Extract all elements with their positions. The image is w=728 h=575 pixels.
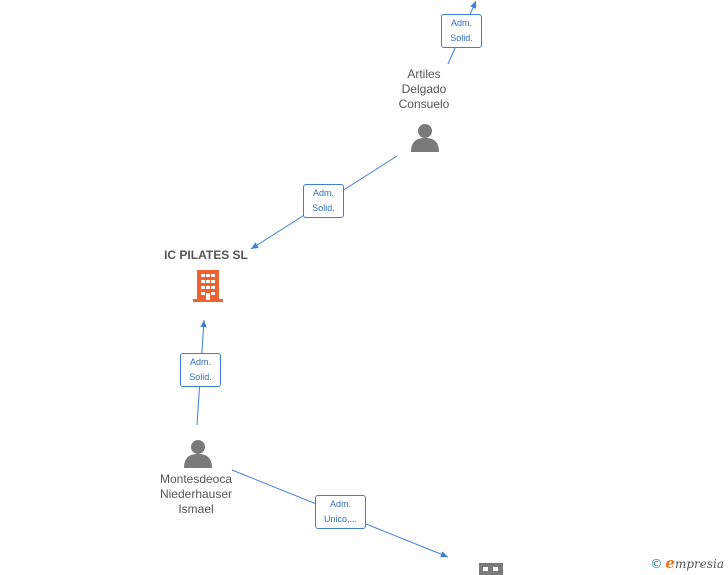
edge-label: Adm. Solid.: [303, 184, 344, 218]
edge-label: Adm. Solid.: [441, 14, 482, 48]
node-label-artiles[interactable]: Artiles Delgado Consuelo: [398, 67, 450, 111]
person-icon[interactable]: [184, 440, 212, 468]
edge-label: Adm. Unico,...: [315, 495, 366, 529]
copyright-icon: ©: [650, 557, 663, 571]
brand-name: mpresia: [674, 557, 724, 571]
brand-initial: e: [665, 554, 675, 572]
brand-logo: ©empresia: [650, 554, 724, 572]
building-icon[interactable]: [193, 270, 223, 302]
building-icon[interactable]: [479, 563, 503, 575]
person-icon[interactable]: [411, 124, 439, 152]
node-label-montesdeoca[interactable]: Montesdeoca Niederhauser Ismael: [159, 472, 233, 516]
node-label-ic-pilates[interactable]: IC PILATES SL: [164, 248, 248, 262]
edge-label: Adm. Solid.: [180, 353, 221, 387]
